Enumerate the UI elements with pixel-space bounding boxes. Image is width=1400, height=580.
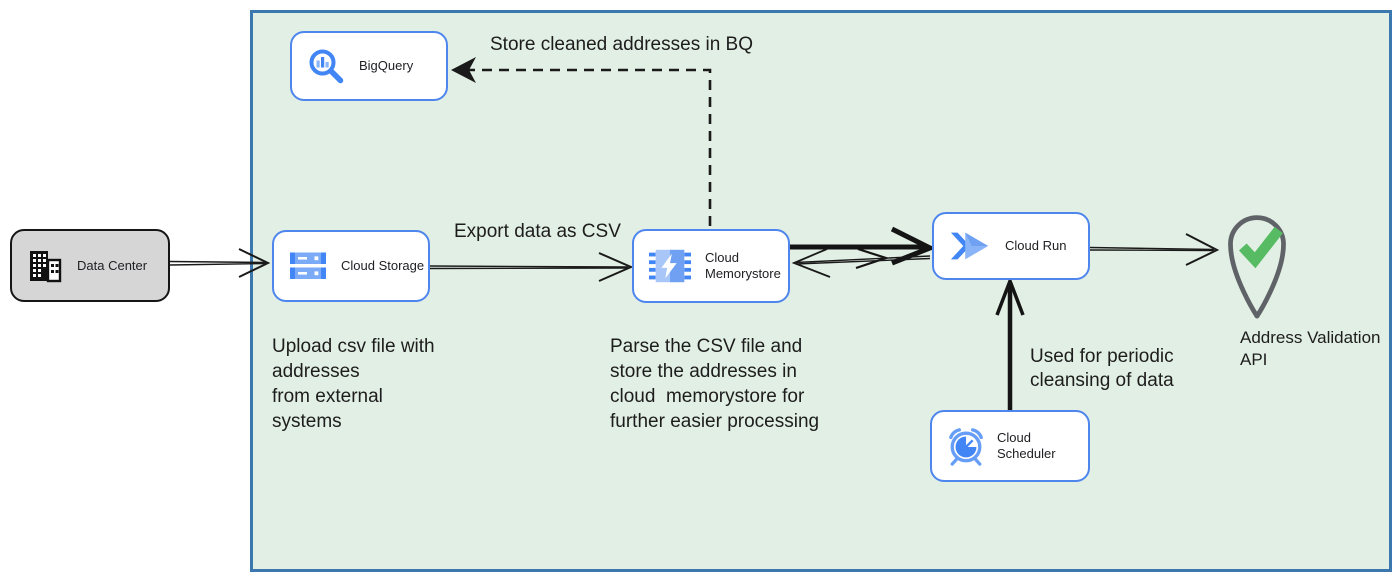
- address-validation-label: Address Validation API: [1240, 328, 1381, 369]
- edge-label-export-csv: Export data as CSV: [454, 221, 621, 242]
- bigquery-icon: [307, 47, 345, 85]
- cloud-memorystore-icon: [649, 248, 691, 284]
- cloud-run-icon: [949, 230, 991, 262]
- cloud-storage-node[interactable]: Cloud Storage: [272, 230, 430, 302]
- note-parse-csv: Parse the CSV file and store the address…: [610, 336, 820, 432]
- connector-memorystore-to-bigquery[interactable]: [451, 57, 712, 226]
- data-center-label: Data Center: [77, 257, 148, 273]
- pin-outline-icon: [1228, 215, 1286, 319]
- cloud-run-node[interactable]: Cloud Run: [932, 212, 1090, 280]
- cloud-scheduler-icon: [947, 426, 985, 466]
- note-upload-csv: Upload csv file with addresses from exte…: [272, 336, 435, 432]
- connector-run-to-validation[interactable]: [1089, 233, 1220, 266]
- system-boundary[interactable]: [250, 10, 1392, 572]
- checkmark-icon: [1238, 226, 1283, 269]
- cloud-memorystore-node[interactable]: Cloud Memorystore: [632, 229, 790, 303]
- address-validation-pin[interactable]: [1221, 206, 1293, 324]
- connector-storage-to-memorystore[interactable]: [429, 252, 634, 282]
- cloud-storage-label: Cloud Storage: [341, 258, 425, 273]
- connector-scheduler-to-run[interactable]: [995, 276, 1025, 412]
- edge-label-store-cleaned: Store cleaned addresses in BQ: [490, 34, 753, 55]
- cloud-storage-icon: [289, 252, 327, 280]
- cloud-memorystore-label: Cloud Memorystore: [705, 250, 781, 281]
- bigquery-node[interactable]: BigQuery: [290, 31, 448, 101]
- data-center-icon: [27, 249, 63, 283]
- data-center-node[interactable]: Data Center: [10, 229, 170, 302]
- cloud-scheduler-node[interactable]: Cloud Scheduler: [930, 410, 1090, 482]
- edge-label-periodic-cleansing: Used for periodic cleansing of data: [1030, 346, 1174, 391]
- connector-run-to-memorystore[interactable]: [791, 248, 931, 278]
- cloud-run-label: Cloud Run: [1005, 238, 1067, 253]
- cloud-scheduler-label: Cloud Scheduler: [997, 430, 1056, 461]
- bigquery-label: BigQuery: [359, 58, 414, 73]
- connector-datacenter-to-storage[interactable]: [169, 248, 271, 278]
